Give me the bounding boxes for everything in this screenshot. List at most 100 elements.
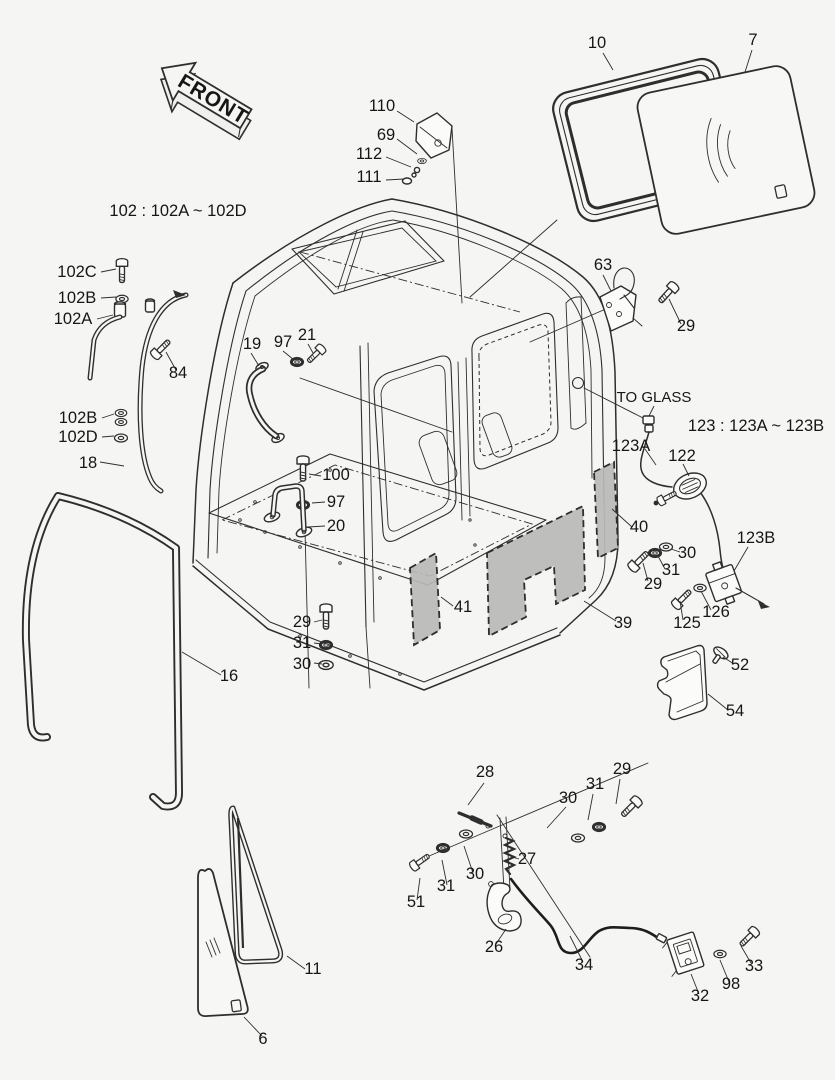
bolt-29-3 <box>625 547 653 575</box>
part-label-29-4: 29 <box>613 760 631 778</box>
part-label-31-3: 31 <box>586 775 604 793</box>
group-note-102: 102 : 102A ~ 102D <box>109 202 246 220</box>
part-label-102D: 102D <box>58 428 98 446</box>
bolt-100 <box>296 455 310 482</box>
part-label-84: 84 <box>169 364 187 382</box>
bolt-102C <box>115 257 129 284</box>
part-label-51: 51 <box>407 893 425 911</box>
part-label-126: 126 <box>702 603 730 621</box>
shaded-panels <box>409 460 619 647</box>
washer-30-3 <box>570 833 586 843</box>
part-label-21: 21 <box>298 326 316 344</box>
to-glass-note: TO GLASS <box>617 389 692 406</box>
bolt-29-4 <box>617 793 645 821</box>
part-label-97-1: 97 <box>274 333 292 351</box>
part-label-26: 26 <box>485 938 503 956</box>
part-label-102B-2: 102B <box>59 409 98 427</box>
part-label-33: 33 <box>745 957 763 975</box>
washer-98 <box>713 949 727 959</box>
washer-31-2 <box>647 547 663 559</box>
part-label-102B-1: 102B <box>58 289 97 307</box>
screw-52 <box>712 646 729 664</box>
panel-41 <box>409 551 441 647</box>
panel-40 <box>593 460 619 560</box>
bolt-33 <box>736 924 762 950</box>
bolt-29-2 <box>655 279 681 307</box>
washer-102B-2 <box>114 408 128 418</box>
bolt-122-mount <box>655 488 679 508</box>
part-label-10: 10 <box>588 34 606 52</box>
washer-30 <box>318 659 334 671</box>
part-label-102C: 102C <box>57 263 97 281</box>
part-label-100: 100 <box>322 466 350 484</box>
bottom-latch-group <box>407 793 762 977</box>
part-label-18: 18 <box>79 454 97 472</box>
part-label-30-3: 30 <box>559 789 577 807</box>
part-label-98: 98 <box>722 975 740 993</box>
lock-arrowhead <box>758 601 770 609</box>
front-direction-arrow: FRONT <box>159 61 253 141</box>
glass-6 <box>197 868 249 1017</box>
nut-111 <box>401 177 413 185</box>
part-label-16: 16 <box>220 667 238 685</box>
group-note-123: 123 : 123A ~ 123B <box>688 417 824 435</box>
part-label-111: 111 <box>356 168 381 186</box>
part-label-97-2: 97 <box>327 493 345 511</box>
cable-34 <box>509 877 663 955</box>
glass-reflection <box>706 117 719 183</box>
part-label-123A: 123A <box>612 437 651 455</box>
bolt-51 <box>407 850 433 873</box>
part-label-29-3: 29 <box>293 613 311 631</box>
part-label-31-1: 31 <box>662 561 680 579</box>
triangle-glass-group <box>197 805 284 1017</box>
striker-63 <box>599 285 637 332</box>
washer-30-4 <box>458 829 474 839</box>
pulley-122 <box>673 472 707 500</box>
part-label-30-1: 30 <box>678 544 696 562</box>
window-glass-7 <box>636 65 816 235</box>
washer-102D <box>113 433 129 443</box>
part-label-39: 39 <box>614 614 632 632</box>
part-label-28: 28 <box>476 763 494 781</box>
part-label-29-2: 29 <box>644 575 662 593</box>
washer-69 <box>417 157 427 165</box>
bolt-21 <box>304 342 328 366</box>
part-label-30-4: 30 <box>466 865 484 883</box>
part-label-6: 6 <box>258 1030 267 1048</box>
part-label-125: 125 <box>673 614 701 632</box>
arrow-face <box>160 61 253 130</box>
part-label-32: 32 <box>691 987 709 1005</box>
washer-30-2 <box>658 542 674 552</box>
cover-54 <box>656 644 708 721</box>
part-label-123B: 123B <box>737 529 776 547</box>
stud-112 <box>413 166 421 174</box>
part-label-69: 69 <box>377 126 395 144</box>
part-label-7: 7 <box>748 31 757 49</box>
part-label-52: 52 <box>731 656 749 674</box>
part-label-11: 11 <box>304 960 321 978</box>
lock-123B <box>705 561 743 605</box>
part-label-31-2: 31 <box>293 634 311 652</box>
part-label-41: 41 <box>454 598 472 616</box>
part-label-110: 110 <box>369 97 395 115</box>
left-parts <box>21 257 189 811</box>
part-label-63: 63 <box>594 256 612 274</box>
bracket-32 <box>662 931 705 977</box>
part-label-54: 54 <box>726 702 744 720</box>
part-label-122: 122 <box>668 447 696 465</box>
part-label-29-1: 29 <box>677 317 695 335</box>
part-label-40: 40 <box>630 518 648 536</box>
part-label-112: 112 <box>356 145 382 163</box>
latch-26 <box>486 881 522 932</box>
middle-parts <box>245 342 334 671</box>
part-label-30-2: 30 <box>293 655 311 673</box>
part-label-20: 20 <box>327 517 345 535</box>
cable-hole <box>571 376 585 390</box>
part-label-31-4: 31 <box>437 877 455 895</box>
bracket-110-group <box>401 112 453 185</box>
strip-arrowhead <box>173 290 186 298</box>
right-parts <box>599 267 770 721</box>
panel-39 <box>486 504 586 638</box>
bolt-29 <box>319 603 333 630</box>
washer-31-3 <box>591 821 607 833</box>
